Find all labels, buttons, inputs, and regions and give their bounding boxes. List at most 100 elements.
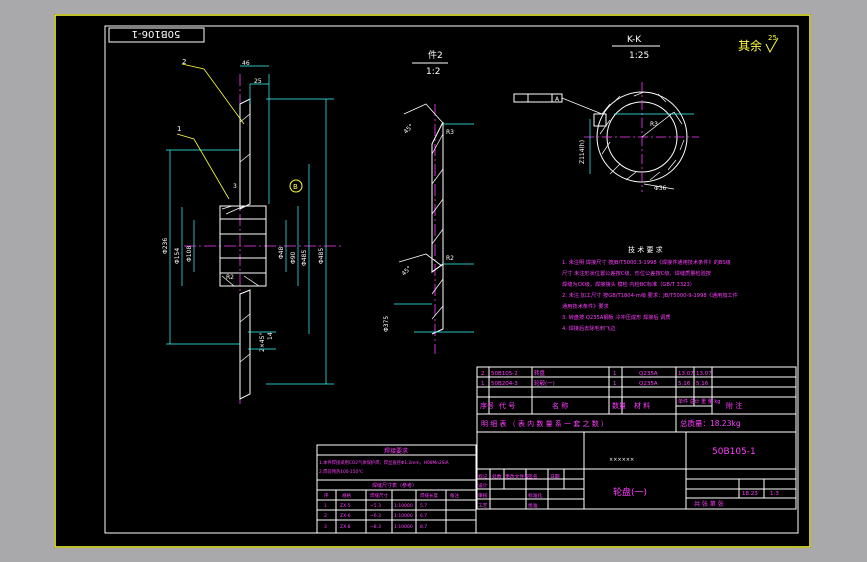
tb-label-design: 设计: [478, 482, 488, 489]
weld-r3-c0: 3: [324, 524, 327, 530]
tb-label-review: 审核: [478, 492, 488, 499]
weld-r1-c1: ZX-5: [340, 503, 351, 509]
section-k-view: K-K 1:25 A Z114(h) Φ36 R3: [513, 35, 699, 192]
tech-line-1: 1. 未注明 焊接尺寸 按JB/T5000.3-1998《焊接件通用技术条件》的…: [562, 258, 731, 266]
roughness-note: 其余: [738, 38, 762, 53]
part-row-1-code: 50B105-2: [491, 371, 518, 377]
weld-r2-c4: 6.7: [420, 513, 427, 519]
weld-r2-c0: 2: [324, 513, 327, 519]
section-dim-z114: Z114(h): [579, 140, 586, 164]
tb-label-date: 日期: [550, 474, 560, 480]
parts-list-footer: 明 细 表 （ 表 内 数 量 系 一 套 之 数 ）: [481, 419, 608, 428]
detail-dim-r3: R3: [446, 129, 454, 136]
header-note: 附 注: [726, 401, 742, 410]
drawing-number: 50B105-1: [712, 447, 756, 457]
section-scale: 1:25: [629, 51, 649, 61]
weld-r1-c4: 5.7: [420, 503, 427, 509]
dim-48: Φ48: [278, 246, 285, 259]
dim-108: Φ108: [186, 246, 193, 262]
weld-title: 焊接要求: [384, 447, 408, 455]
weld-r3-c2: ~8.3: [370, 524, 381, 530]
detail-label: 件2: [428, 49, 443, 61]
detail-dim-r2: R2: [446, 255, 454, 262]
tb-label-sign: 签名: [528, 473, 538, 480]
weld-h-2: 焊缝尺寸: [370, 492, 388, 499]
drawing-sheet: 50B106-1 其余 25: [54, 14, 811, 548]
tech-line-4: 2. 未注 加工尺寸 按GB/T1804-m级 要求：JB/T5000-9-19…: [562, 291, 738, 299]
sheet-count: 共 张 第 张: [694, 500, 724, 508]
dim-3: 3: [233, 183, 237, 190]
part-row-2-material: Q235A: [639, 381, 658, 387]
title-small-note: ××××××: [609, 457, 634, 463]
code-box: [108, 27, 205, 43]
total-weight: 总质量：18.23kg: [680, 418, 741, 428]
dim-485: Φ485: [318, 248, 325, 264]
detail-dim-375: Φ375: [383, 316, 390, 332]
weld-h-1: 规格: [342, 492, 351, 499]
dim-r2: R2: [226, 274, 234, 281]
weld-r1-c3: 1:10000: [394, 503, 413, 509]
roughness-symbol: [765, 37, 779, 54]
title-weight: 18.23: [742, 491, 758, 497]
weld-subtitle: 焊缝尺寸表（参考）: [372, 482, 417, 489]
svg-text:2: 2: [182, 58, 186, 66]
inner-frame: [104, 25, 799, 534]
part-row-1-unitwt: 13.07: [678, 371, 694, 377]
tech-line-3: 焊缝为CK级，焊接接头 模检 内检BC标准（GB/T 3323）: [562, 280, 695, 288]
part-row-1-no: 2: [481, 371, 485, 377]
detail-dim-45b: 45°: [400, 265, 412, 277]
section-dim-r: R3: [650, 121, 658, 128]
weld-r1-c0: 1: [324, 503, 327, 509]
tech-title: 技 术 要 求: [628, 245, 663, 254]
dim-485b: Φ485: [301, 250, 308, 266]
section-label: K-K: [627, 35, 642, 45]
weld-r2-c2: ~6.3: [370, 513, 381, 519]
code-box-text: 50B106-1: [132, 28, 181, 39]
part-row-2-unitwt: 5.16: [678, 381, 691, 387]
tb-label-standard: 标准化: [528, 492, 543, 499]
title-block: ×××××× 50B105-1 轮盘(一) 18.23 1:3 共 张 第 张 …: [476, 431, 797, 510]
weld-h-0: 序: [324, 492, 329, 499]
detail-dim-45: 45°: [402, 123, 414, 135]
header-code: 代 号: [499, 401, 515, 410]
weld-r2-c1: ZX-6: [340, 513, 351, 519]
tb-label-process: 工艺: [478, 503, 488, 509]
part-row-1-name: 转盘: [534, 369, 546, 377]
dim-25: 25: [254, 78, 262, 85]
parts-list: 2 50B105-2 转盘 1 Q235A 13.07 13.07 1 50B2…: [476, 366, 797, 433]
header-weight: 单件 总计 重 量 kg: [678, 398, 720, 405]
dim-154: Φ154: [174, 248, 181, 264]
tb-label-approve: 批准: [528, 502, 538, 509]
weld-r3-c1: ZX-8: [340, 524, 351, 530]
part-row-2-name: 轮毂(一): [534, 379, 555, 387]
tech-line-5: 通用技术条件》要求: [562, 302, 610, 310]
header-name: 名 称: [552, 401, 568, 410]
tb-label-mark: 标记: [478, 473, 488, 480]
weld-h-4: 焊缝长度: [420, 492, 438, 499]
cad-drawing: 50B106-1 其余 25: [54, 14, 811, 548]
part-row-2-totalwt: 5.16: [696, 381, 709, 387]
weld-r3-c3: 1:10000: [394, 524, 413, 530]
weld-r3-c4: 8.7: [420, 524, 427, 530]
detail-scale: 1:2: [426, 67, 440, 77]
dim-46: 46: [242, 60, 250, 67]
header-qty: 数量: [612, 401, 626, 410]
tech-line-7: 4. 焊接后去除毛刺飞边: [562, 324, 616, 332]
header-no: 序号: [480, 401, 494, 410]
dim-236: Φ236: [162, 238, 169, 254]
weld-note-1: 1.本件焊接采用CO2气体保护焊，焊丝直径Φ1.2mm，H08Mn2SiA: [319, 459, 449, 466]
weld-note-2: 2.焊前预热100-150℃: [319, 468, 363, 475]
dim-2x45: 2×45°: [259, 333, 266, 352]
section-dim-36: Φ36: [654, 185, 667, 192]
main-section-view: B 2 1 46 25 Φ236 Φ154 Φ108 Φ90 Φ48 Φ485 …: [162, 58, 344, 404]
part-row-1-totalwt: 13.07: [696, 371, 712, 377]
part-row-2-code: 50B204-3: [491, 381, 518, 387]
tb-label-change: 更改文件号: [505, 473, 529, 480]
part-row-2-qty: 1: [613, 381, 617, 387]
roughness-value: 25: [768, 34, 777, 42]
weld-r2-c3: 1:10000: [394, 513, 413, 519]
tech-line-6: 3. 转盘按 Q235A钢板 冷冲压成形 焊接后 调质: [562, 313, 671, 321]
dim-14: 14: [267, 332, 274, 340]
svg-text:1: 1: [177, 125, 181, 133]
dim-90: Φ90: [290, 251, 297, 264]
